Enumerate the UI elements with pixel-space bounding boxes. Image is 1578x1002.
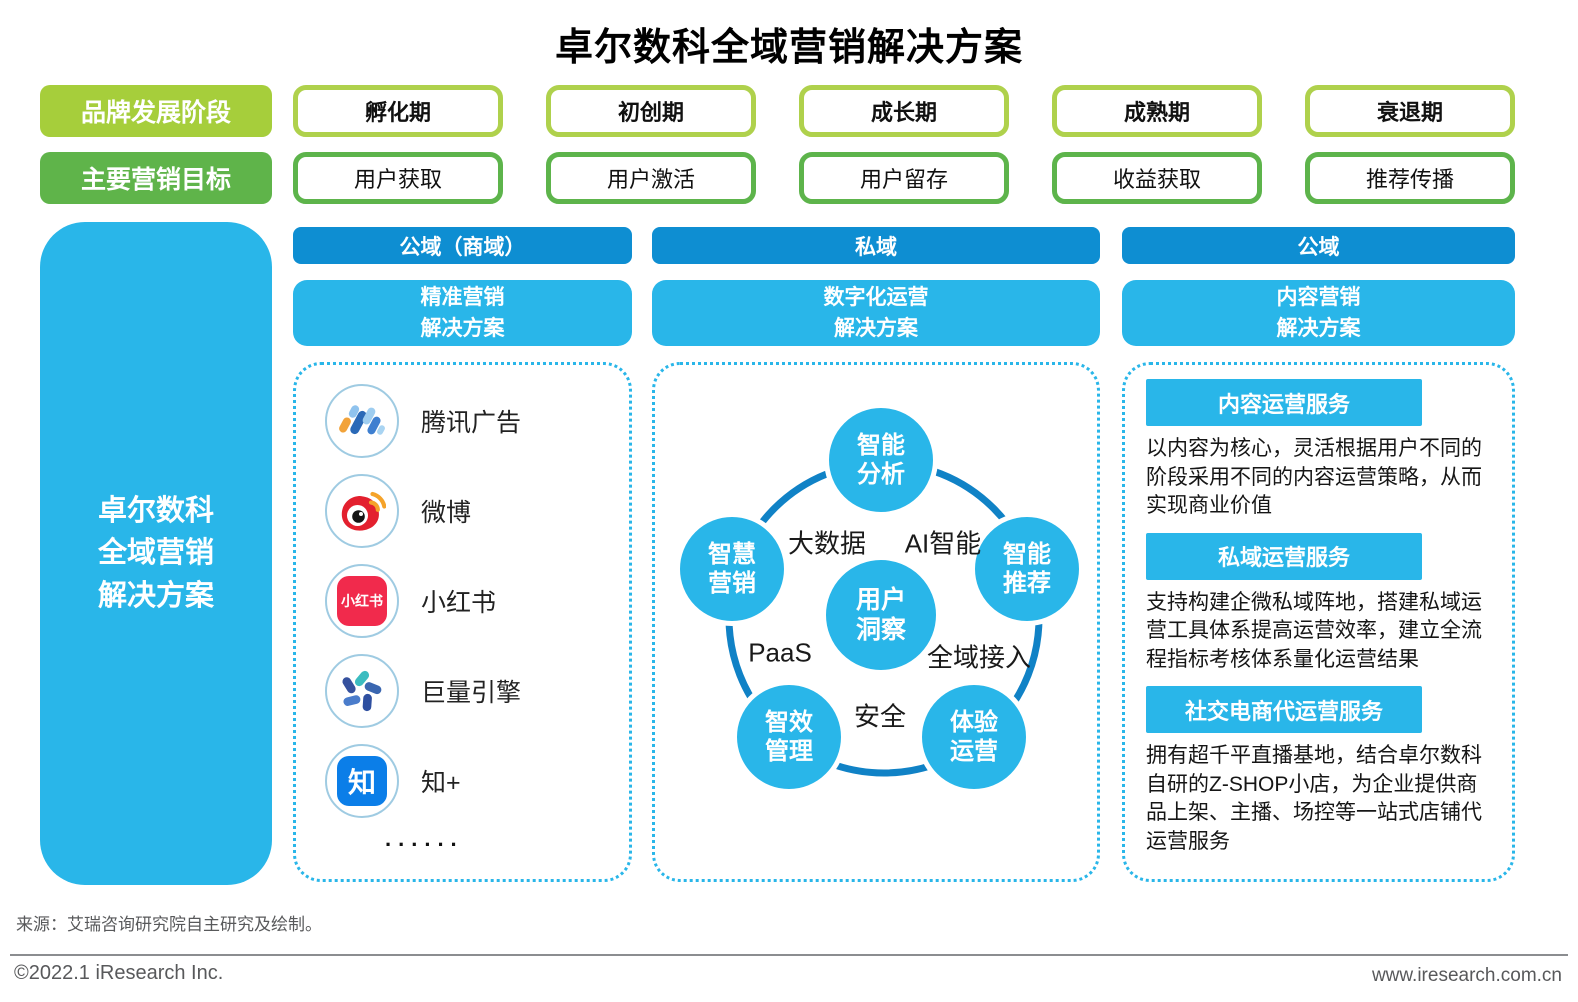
content-marketing-services: 内容运营服务 以内容为核心，灵活根据用户不同的阶段采用不同的内容运营策略，从而实…: [1122, 362, 1515, 882]
diagram-node-smart-analysis: 智能 分析: [824, 403, 938, 517]
platform-row-weibo: 微博: [293, 466, 632, 556]
goal-box-referral: 推荐传播: [1305, 152, 1515, 204]
platform-label: 巨量引擎: [421, 679, 522, 707]
service-banner-private-domain: 私域运营服务: [1146, 532, 1422, 580]
platform-row-zhihu: 知 知+: [293, 736, 632, 826]
goal-row-label: 主要营销目标: [40, 152, 272, 204]
weibo-icon: [325, 474, 399, 548]
ring-label-omni-access: 全域接入: [926, 642, 1032, 673]
left-solution-title: 卓尔数科 全域营销 解决方案: [97, 495, 214, 612]
service-banner-content-operation: 内容运营服务: [1146, 379, 1422, 426]
ring-label-big-data: 大数据: [787, 528, 867, 559]
zhihu-plus-icon: 知: [325, 744, 399, 818]
column3-domain-header: 公域: [1122, 227, 1515, 264]
diagram-node-smart-recommendation: 智能 推荐: [970, 512, 1084, 626]
platform-row-tencent-ads: 腾讯广告: [293, 376, 632, 466]
column3-solution-subheader: 内容营销 解决方案: [1122, 280, 1515, 346]
platform-label: 小红书: [421, 589, 497, 617]
column1-domain-header: 公域（商域）: [293, 227, 632, 264]
platform-list: 腾讯广告 微博 小红书 小红书: [293, 362, 632, 882]
column2-domain-header: 私域: [652, 227, 1100, 264]
service-desc-social-ecommerce: 拥有超千平直播基地，结合卓尔数科自研的Z-SHOP小店，为企业提供商品上架、主播…: [1146, 744, 1482, 853]
stage-row-label: 品牌发展阶段: [40, 85, 272, 137]
digital-operation-diagram: 智能 分析 智慧 营销 智能 推荐 智效 管理 体验 运营 用户 洞察 大数据 …: [652, 362, 1100, 882]
tencent-ads-icon: [325, 384, 399, 458]
service-desc-content-operation: 以内容为核心，灵活根据用户不同的阶段采用不同的内容运营策略，从而实现商业价值: [1146, 437, 1482, 518]
column2-solution-subheader: 数字化运营 解决方案: [652, 280, 1100, 346]
ring-label-ai: AI智能: [904, 528, 982, 559]
platform-label: 微博: [421, 499, 472, 527]
column3-content-box: [1122, 362, 1515, 882]
stage-box-growth: 成长期: [799, 85, 1009, 137]
xiaohongshu-badge: 小红书: [337, 576, 387, 626]
zhihu-badge: 知: [337, 756, 387, 806]
platform-label: 知+: [421, 769, 461, 797]
stage-box-maturity: 成熟期: [1052, 85, 1262, 137]
more-platforms-ellipsis: ......: [385, 826, 464, 851]
source-note: 来源：艾瑞咨询研究院自主研究及绘制。: [16, 915, 322, 934]
goal-box-revenue: 收益获取: [1052, 152, 1262, 204]
service-banner-social-ecommerce: 社交电商代运营服务: [1146, 686, 1422, 734]
stage-box-incubation: 孵化期: [293, 85, 503, 137]
ocean-engine-icon: [325, 654, 399, 728]
page-title: 卓尔数科全域营销解决方案: [554, 27, 1023, 69]
left-solution-panel: 卓尔数科 全域营销 解决方案: [40, 222, 272, 885]
goal-box-activation: 用户激活: [546, 152, 756, 204]
goal-box-acquisition: 用户获取: [293, 152, 503, 204]
xiaohongshu-icon: 小红书: [325, 564, 399, 638]
goal-box-retention: 用户留存: [799, 152, 1009, 204]
service-desc-private-domain: 支持构建企微私域阵地，搭建私域运营工具体系提高运营效率，建立全流程指标考核体系量…: [1146, 590, 1482, 671]
ring-label-security: 安全: [853, 701, 907, 732]
diagram-node-experience-operation: 体验 运营: [917, 680, 1031, 794]
copyright-text: ©2022.1 iResearch Inc.: [14, 962, 224, 984]
diagram-node-smart-marketing: 智慧 营销: [675, 512, 789, 626]
platform-label: 腾讯广告: [421, 409, 522, 437]
stage-box-decline: 衰退期: [1305, 85, 1515, 137]
diagram-center-node-user-insight: 用户 洞察: [821, 555, 941, 675]
platform-row-xiaohongshu: 小红书 小红书: [293, 556, 632, 646]
platform-row-ocean-engine: 巨量引擎: [293, 646, 632, 736]
footer-divider: [10, 954, 1568, 956]
column1-solution-subheader: 精准营销 解决方案: [293, 280, 632, 346]
ring-label-paas: PaaS: [748, 637, 812, 668]
stage-box-startup: 初创期: [546, 85, 756, 137]
diagram-node-smart-management: 智效 管理: [732, 680, 846, 794]
website-url: www.iresearch.com.cn: [1371, 965, 1562, 986]
